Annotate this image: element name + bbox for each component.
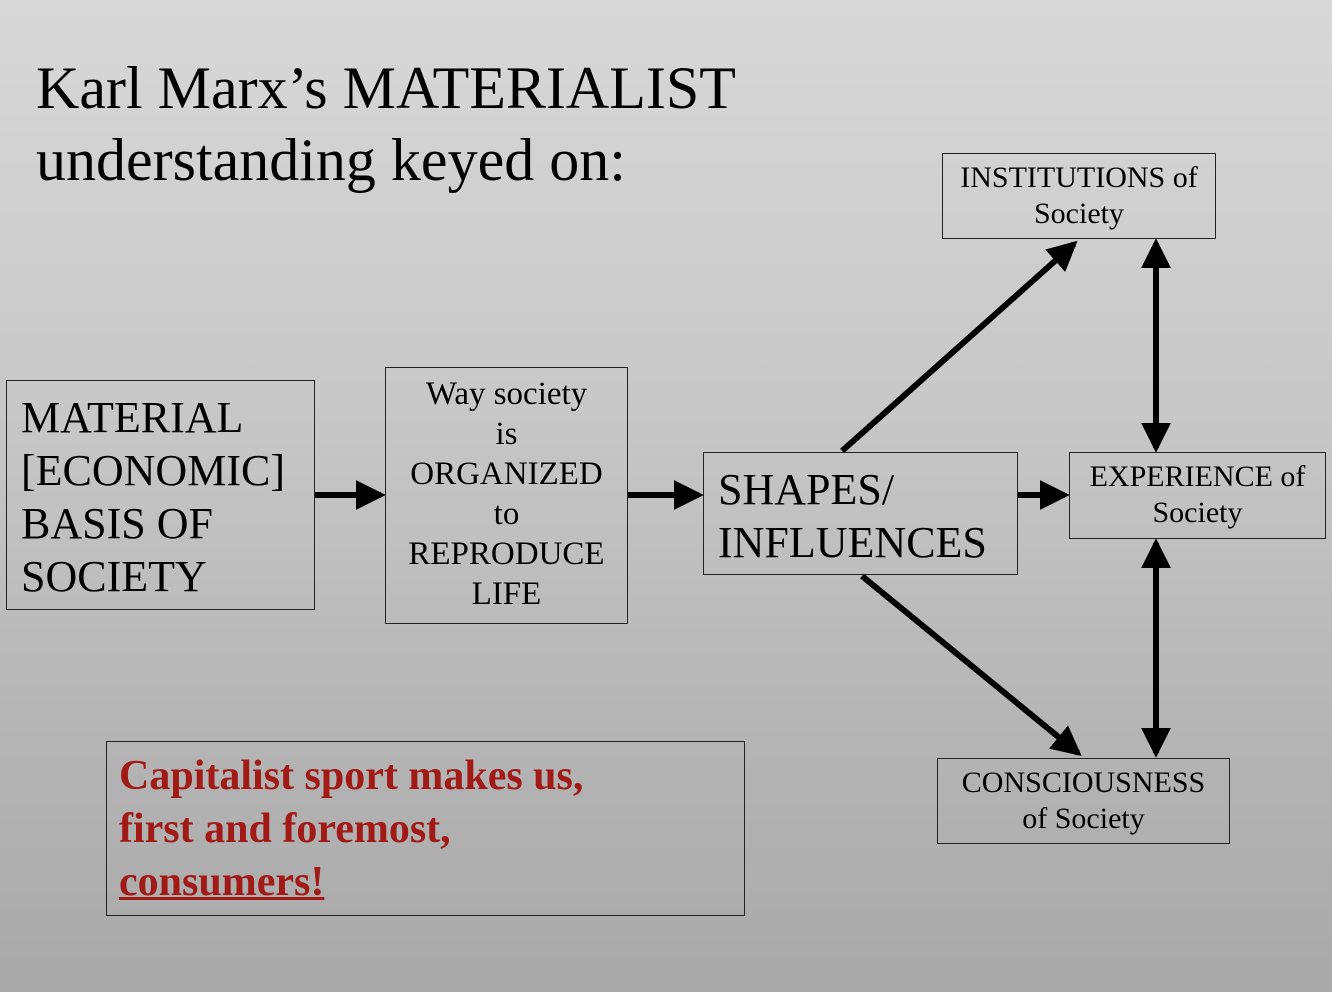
arrow-shapes-to-consciousness [860, 573, 1082, 757]
material-line: MATERIAL [21, 393, 244, 442]
callout-line-1: Capitalist sport makes us, [119, 753, 584, 799]
institutions-line: INSTITUTIONS of [960, 161, 1198, 194]
experience-line: EXPERIENCE of [1089, 460, 1306, 493]
way-society-organized-box: Way society is ORGANIZED to REPRODUCE LI… [385, 367, 628, 624]
institutions-box: INSTITUTIONS of Society [942, 153, 1216, 239]
way-line: Way society [425, 376, 588, 412]
material-economic-basis-box: MATERIAL [ECONOMIC] BASIS OF SOCIETY [6, 380, 315, 610]
title-line-1: Karl Marx’s MATERIALIST [36, 55, 736, 121]
shapes-line: INFLUENCES [718, 518, 987, 567]
capitalist-sport-callout: Capitalist sport makes us, first and for… [106, 741, 745, 916]
way-line: REPRODUCE [408, 536, 605, 572]
material-line: BASIS OF [21, 499, 213, 548]
material-line: [ECONOMIC] [21, 446, 285, 495]
experience-box: EXPERIENCE of Society [1069, 452, 1326, 539]
callout-line-2: first and foremost, [119, 806, 451, 852]
title-line-2: understanding keyed on: [36, 127, 626, 193]
consciousness-box: CONSCIOUSNESS of Society [937, 758, 1230, 844]
way-line: ORGANIZED [410, 456, 603, 492]
callout-line-3: consumers! [119, 859, 325, 905]
consciousness-line: of Society [1022, 802, 1145, 835]
shapes-line: SHAPES/ [718, 465, 895, 514]
material-line: SOCIETY [21, 552, 207, 601]
experience-line: Society [1152, 496, 1243, 529]
arrow-shapes-to-institutions [840, 240, 1078, 454]
institutions-line: Society [1034, 197, 1124, 230]
way-line: is [495, 416, 518, 452]
way-line: LIFE [471, 576, 542, 612]
way-line: to [493, 496, 520, 532]
shapes-influences-box: SHAPES/ INFLUENCES [703, 452, 1018, 575]
consciousness-line: CONSCIOUSNESS [961, 766, 1206, 799]
slide-title: Karl Marx’s MATERIALIST understanding ke… [36, 52, 736, 196]
